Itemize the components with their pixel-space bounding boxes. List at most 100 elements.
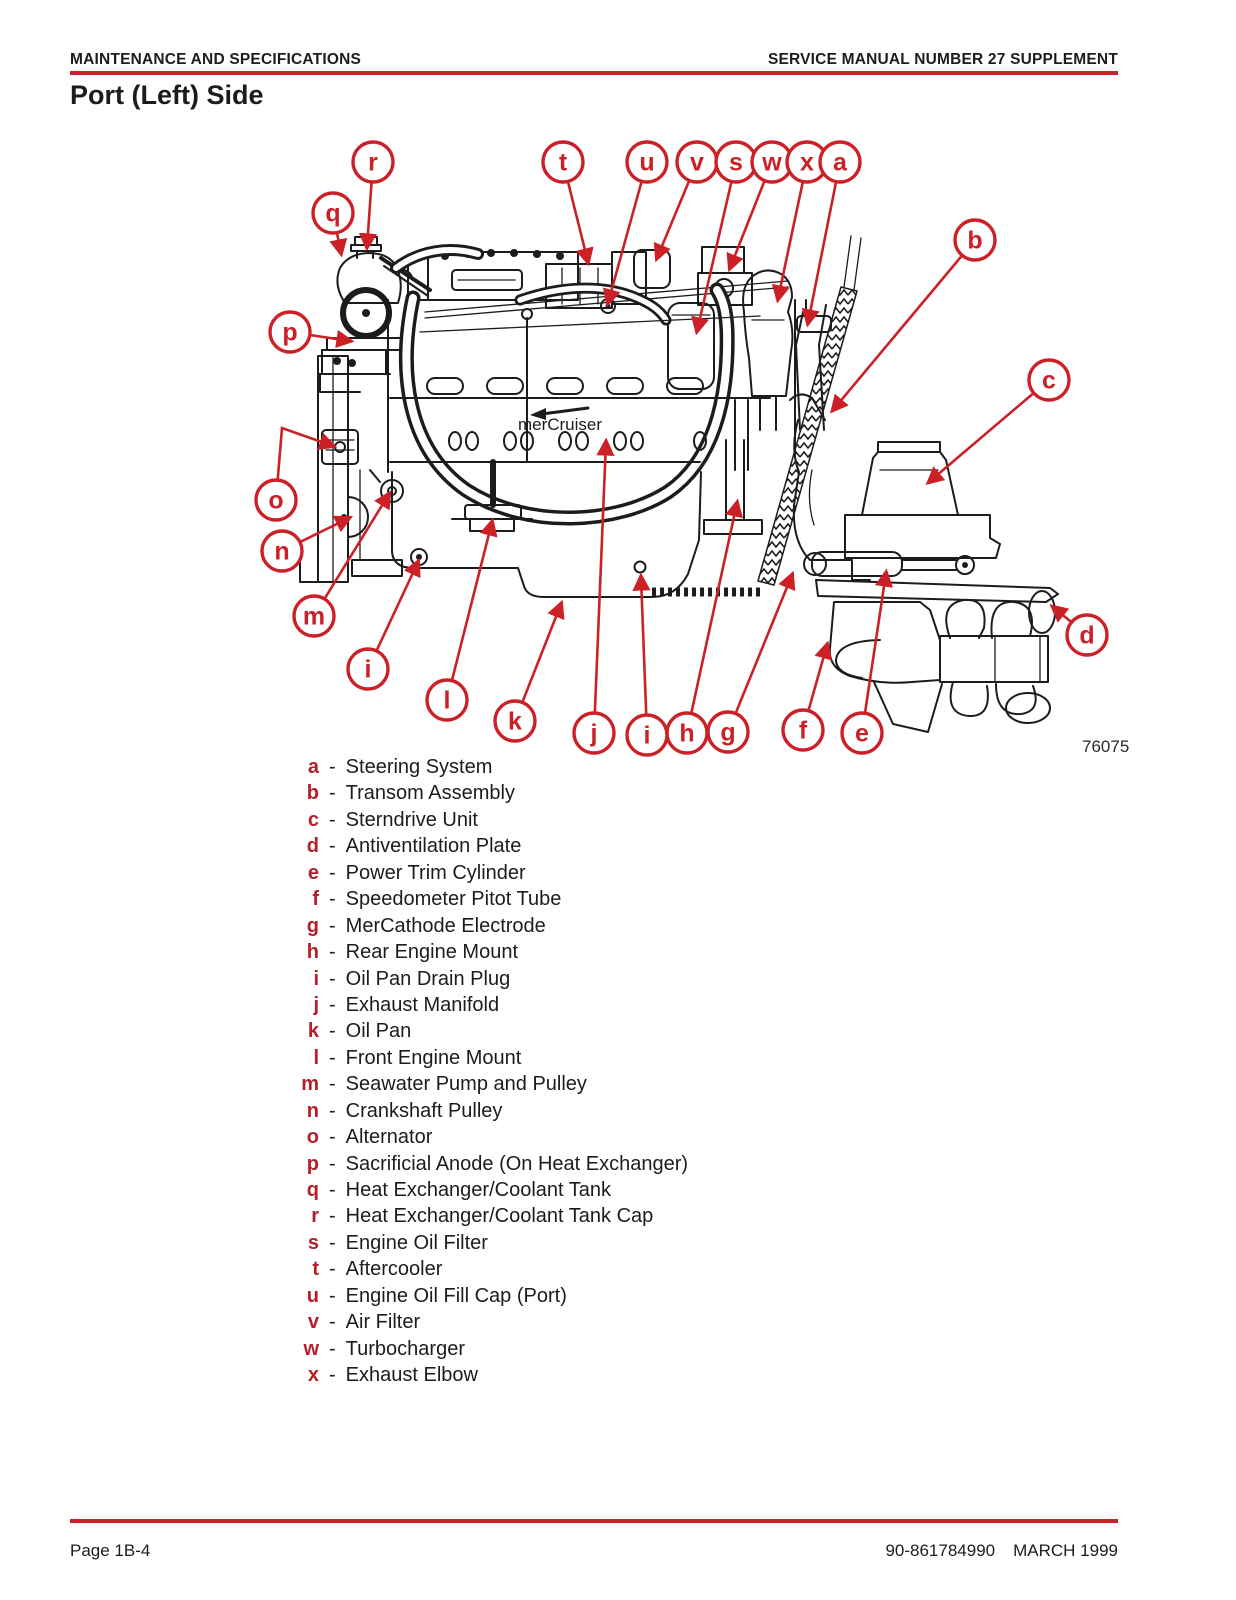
engine-top-deck <box>407 249 789 319</box>
legend-dash: - <box>329 914 336 937</box>
oil-pan <box>391 471 702 598</box>
callout-arrow-u <box>602 181 643 308</box>
cooling-hoses <box>390 244 735 526</box>
callout-circle-n <box>260 529 304 573</box>
legend-label: Alternator <box>345 1126 433 1149</box>
callout-letter-g: g <box>720 719 735 747</box>
legend-dash: - <box>329 1364 336 1387</box>
alternator <box>321 429 359 465</box>
legend-label: Air Filter <box>345 1311 421 1334</box>
legend-dash: - <box>329 993 336 1016</box>
legend-item: b-Transom Assembly <box>283 780 688 806</box>
legend-item: r-Heat Exchanger/Coolant Tank Cap <box>283 1203 688 1229</box>
callout-arrow-v <box>653 180 691 263</box>
legend-label: Oil Pan Drain Plug <box>345 967 511 990</box>
legend-dash: - <box>329 808 336 831</box>
callout-arrow-j <box>593 437 615 713</box>
callout-letter-m: m <box>303 603 325 631</box>
header-right: SERVICE MANUAL NUMBER 27 SUPPLEMENT <box>767 51 1118 68</box>
engine-block <box>387 299 796 473</box>
power-trim-cylinder <box>803 551 975 577</box>
callout-arrow-w <box>726 181 766 273</box>
legend-item: q-Heat Exchanger/Coolant Tank <box>283 1177 688 1203</box>
legend-label: Engine Oil Filter <box>345 1231 488 1254</box>
callout-circle-g <box>706 710 750 754</box>
callout-letter-k: k <box>508 708 522 736</box>
legend-label: Oil Pan <box>345 1020 412 1043</box>
callout-letter-h: h <box>679 720 694 748</box>
legend-letter-m: m <box>301 1073 319 1096</box>
legend-dash: - <box>329 1073 336 1096</box>
callout-letter-a: a <box>833 149 848 177</box>
callout-circle-k <box>493 699 537 743</box>
legend-letter-c: c <box>307 808 319 831</box>
legend-item: u-Engine Oil Fill Cap (Port) <box>283 1283 688 1309</box>
legend-item: o-Alternator <box>283 1124 688 1150</box>
callout-letter-u: u <box>639 149 654 177</box>
legend-letter-v: v <box>307 1311 319 1334</box>
legend-letter-g: g <box>306 914 319 937</box>
callout-circle-e <box>840 711 884 755</box>
legend-letter-j: j <box>313 993 319 1016</box>
legend-item: x-Exhaust Elbow <box>283 1362 688 1388</box>
callout-arrow-e <box>863 568 893 713</box>
legend-letter-x: x <box>307 1364 319 1387</box>
legend-dash: - <box>329 1258 336 1281</box>
propellers <box>939 590 1056 724</box>
legend-letter-d: d <box>306 835 319 858</box>
legend-letter-p: p <box>306 1152 319 1175</box>
callout-circle-p <box>268 310 312 354</box>
legend-letter-r: r <box>311 1205 319 1228</box>
legend-item: v-Air Filter <box>283 1309 688 1335</box>
callout-letter-j: j <box>590 720 598 748</box>
callout-circle-r <box>351 140 395 184</box>
callout-arrow-i <box>632 572 651 715</box>
legend-label: Crankshaft Pulley <box>345 1099 503 1122</box>
callout-circle-f <box>781 708 825 752</box>
legend-dash: - <box>329 756 336 778</box>
legend-dash: - <box>329 861 336 884</box>
callout-arrow-f <box>807 640 833 711</box>
legend-label: Power Trim Cylinder <box>345 861 526 884</box>
callout-arrow-g <box>734 570 796 714</box>
legend-dash: - <box>329 967 336 990</box>
legend-label: Speedometer Pitot Tube <box>345 888 562 911</box>
legend-letter-t: t <box>312 1258 319 1281</box>
legend-label: Sacrificial Anode (On Heat Exchanger) <box>345 1152 689 1175</box>
callout-letter-i: i <box>644 722 651 750</box>
legend-dash: - <box>329 1099 336 1122</box>
legend-dash: - <box>329 1126 336 1149</box>
legend-label: Exhaust Elbow <box>345 1364 478 1387</box>
page-title: Port (Left) Side <box>70 80 264 110</box>
callout-letter-s: s <box>729 149 743 177</box>
legend-letter-f: f <box>312 888 319 911</box>
legend-letter-o: o <box>306 1126 319 1149</box>
callout-circle-j <box>572 711 616 755</box>
legend-dash: - <box>329 835 336 858</box>
callout-letter-i: i <box>365 656 372 684</box>
legend-item: s-Engine Oil Filter <box>283 1230 688 1256</box>
legend-letter-n: n <box>306 1099 319 1122</box>
figure-number: 76075 <box>1082 737 1129 756</box>
footer-page-number: Page 1B-4 <box>70 1541 151 1560</box>
legend-letter-w: w <box>303 1337 319 1360</box>
callout-arrow-l <box>450 517 498 680</box>
legend-dash: - <box>329 1152 336 1175</box>
legend-label: Steering System <box>345 756 493 778</box>
legend-label: Heat Exchanger/Coolant Tank <box>345 1179 612 1201</box>
legend-dash: - <box>329 1337 336 1360</box>
legend-letter-k: k <box>307 1020 319 1043</box>
skeg <box>873 681 943 733</box>
callout-circle-c <box>1027 358 1071 402</box>
header-left: MAINTENANCE AND SPECIFICATIONS <box>70 51 362 68</box>
callout-letter-p: p <box>282 319 297 347</box>
legend-item: k-Oil Pan <box>283 1018 688 1044</box>
transom-plate <box>652 235 862 597</box>
legend-dash: - <box>329 782 336 805</box>
callout-arrow-c <box>925 392 1034 485</box>
callout-letter-v: v <box>690 149 704 177</box>
callout-arrow-n <box>300 515 354 543</box>
legend-item: d-Antiventilation Plate <box>283 833 688 859</box>
legend-letter-q: q <box>306 1179 319 1201</box>
callout-arrow-d <box>1049 604 1072 623</box>
